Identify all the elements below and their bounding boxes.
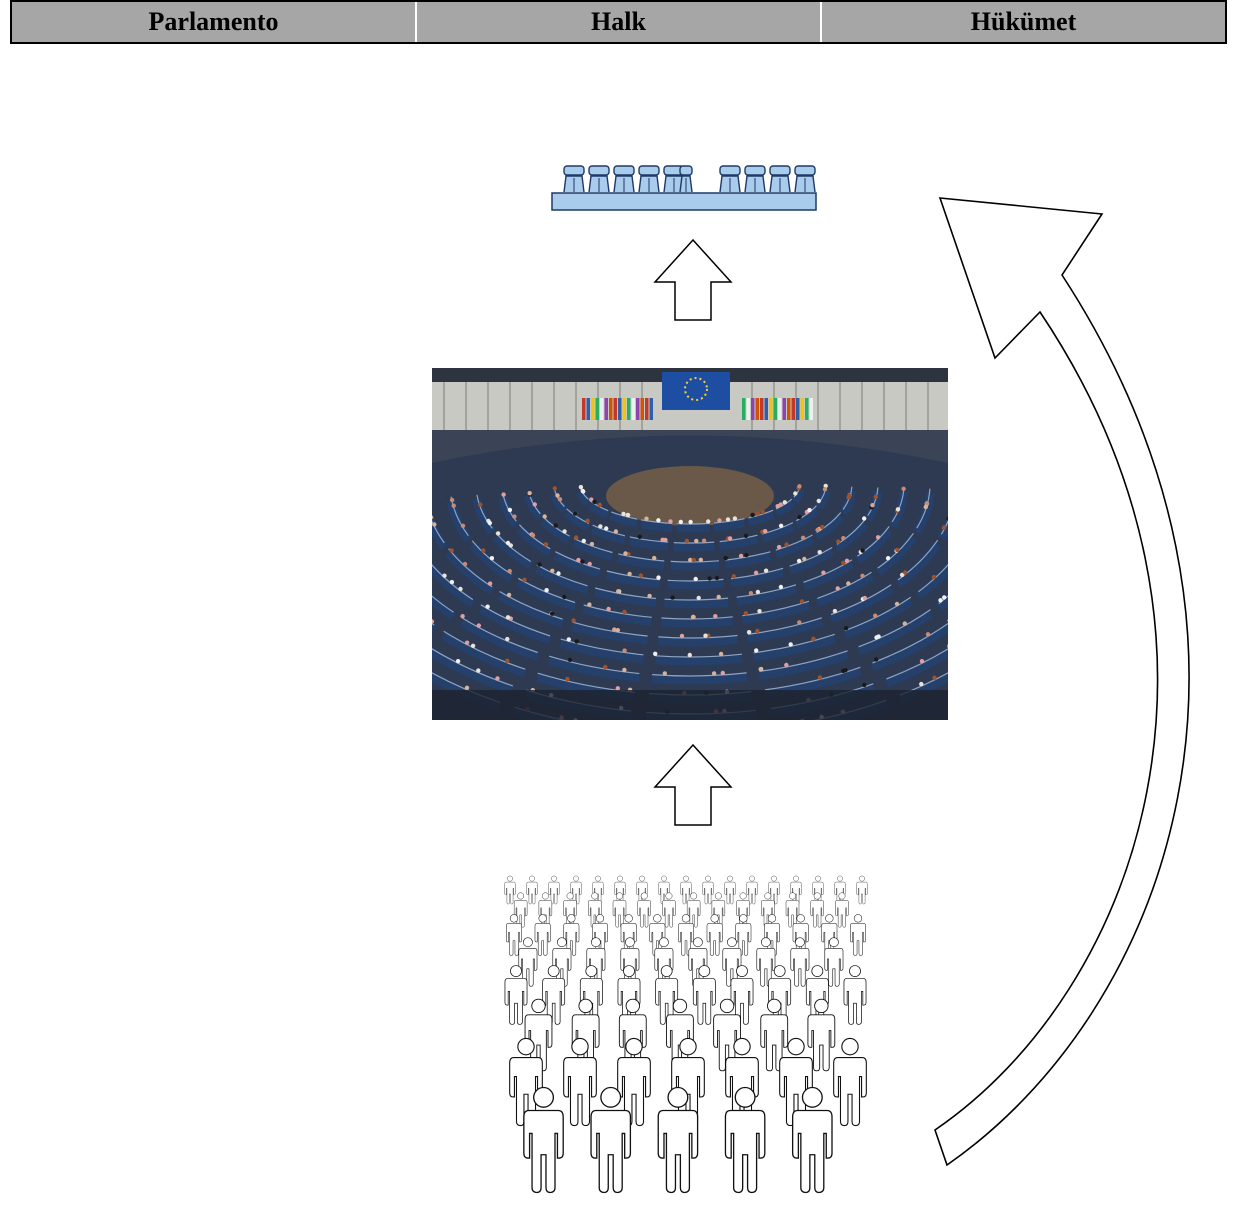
header-cell-parlamento: Parlamento [148, 7, 279, 36]
person-icon [617, 1037, 651, 1127]
person-icon [662, 892, 676, 928]
person-icon [706, 914, 723, 956]
person-icon [724, 875, 736, 905]
person-icon [807, 998, 836, 1072]
person-icon [614, 875, 626, 905]
person-icon [785, 892, 800, 928]
person-icon [563, 1037, 597, 1127]
person-icon [790, 875, 802, 905]
person-icon [833, 1037, 867, 1127]
person-icon [791, 1086, 833, 1194]
person-icon [655, 965, 679, 1025]
person-icon [526, 875, 538, 905]
header-cell-halk: Halk [415, 2, 820, 42]
parliament-bench-icon [551, 165, 817, 211]
person-icon [760, 998, 789, 1072]
person-icon [843, 965, 867, 1025]
person-icon [636, 875, 648, 905]
person-icon [810, 892, 824, 928]
person-icon [856, 875, 868, 905]
person-icon [692, 965, 716, 1025]
up-arrow-icon [653, 238, 733, 321]
seated-figure-icon [794, 165, 816, 193]
person-icon [713, 998, 741, 1072]
person-icon [657, 1086, 699, 1194]
person-icon [548, 875, 560, 905]
person-icon [523, 1086, 564, 1194]
seated-figure-icon [719, 165, 741, 193]
seated-figure-icon [563, 165, 585, 193]
person-icon [590, 1086, 632, 1194]
person-icon [764, 914, 780, 956]
person-icon [824, 937, 844, 987]
person-icon [542, 965, 566, 1025]
crowd-people-icon [504, 875, 868, 1194]
up-arrow-icon [653, 743, 733, 826]
person-icon [730, 965, 754, 1025]
person-icon [686, 892, 701, 928]
person-icon [702, 875, 714, 905]
person-icon [680, 875, 692, 905]
person-icon [534, 914, 551, 956]
person-icon [570, 875, 582, 905]
person-icon [592, 875, 604, 905]
person-icon [504, 965, 528, 1025]
header-bar: Parlamento Halk Hükümet [10, 0, 1227, 44]
seated-figure-icon [638, 165, 660, 193]
person-icon [524, 998, 553, 1072]
person-icon [552, 937, 572, 987]
person-icon [671, 1037, 705, 1127]
person-icon [850, 914, 866, 956]
person-icon [790, 937, 810, 987]
person-icon [513, 892, 528, 928]
person-icon [835, 892, 849, 928]
person-icon [504, 875, 516, 905]
seated-figure-icon [613, 165, 635, 193]
person-icon [637, 892, 651, 928]
person-icon [649, 914, 666, 956]
person-icon [735, 914, 752, 956]
seated-figure-icon [679, 165, 693, 193]
person-icon [612, 892, 627, 928]
person-icon [812, 875, 824, 905]
seated-figure-icon [769, 165, 791, 193]
seated-figure-icon [744, 165, 766, 193]
person-icon [658, 875, 670, 905]
person-icon [768, 875, 780, 905]
header-cell-hukumet: Hükümet [820, 2, 1225, 42]
seated-figure-icon [588, 165, 610, 193]
person-icon [779, 1037, 813, 1127]
person-icon [506, 914, 522, 956]
person-icon [538, 892, 553, 928]
person-icon [834, 875, 846, 905]
person-icon [746, 875, 758, 905]
person-icon [688, 937, 708, 987]
parliament-hemicycle-photo [432, 368, 948, 720]
person-icon [724, 1086, 766, 1194]
curved-arrow-icon [934, 197, 1190, 1167]
